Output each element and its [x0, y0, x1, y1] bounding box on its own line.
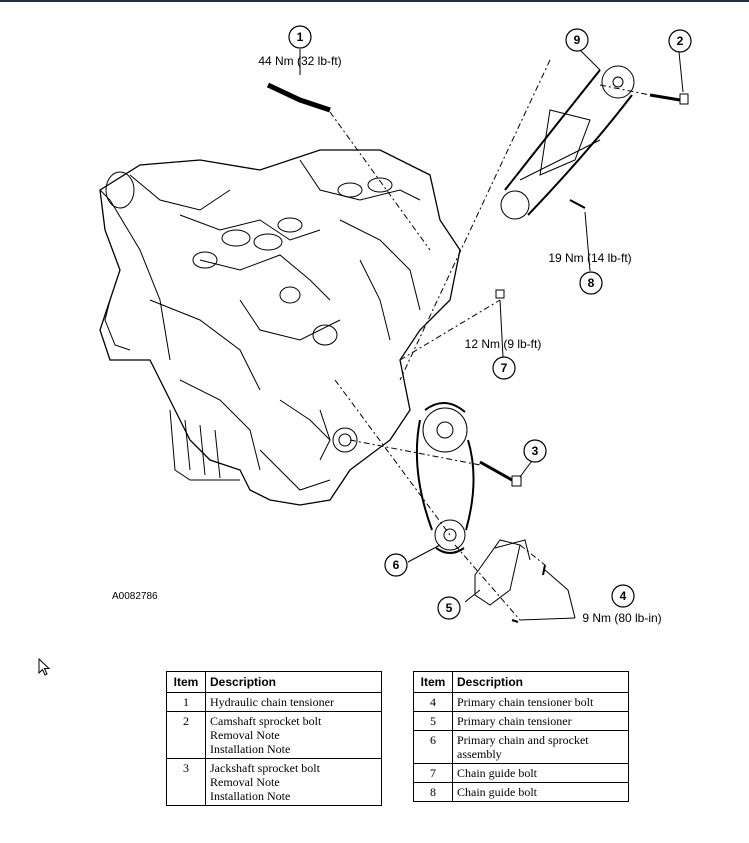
- callout-9: 9: [565, 28, 589, 52]
- parts-table-right: Item Description 4 Primary chain tension…: [413, 671, 629, 802]
- item-description: Primary chain tensioner: [452, 711, 629, 731]
- item-description: Hydraulic chain tensioner: [205, 692, 382, 712]
- callout-3: 3: [523, 439, 547, 463]
- svg-text:7: 7: [501, 361, 508, 375]
- callout-8: 19 Nm (14 lb-ft) 8: [548, 251, 632, 295]
- item-number: 6: [413, 730, 453, 764]
- removal-note-link[interactable]: Removal Note: [210, 775, 280, 789]
- engine-timing-diagram: 1 44 Nm (32 lb-ft) 9 2 19 Nm (14 lb-ft) …: [99, 25, 692, 625]
- svg-text:9: 9: [574, 33, 581, 47]
- removal-note-link[interactable]: Removal Note: [210, 728, 280, 742]
- primary-chain-illustration: [415, 402, 475, 554]
- engine-block-illustration: [99, 149, 461, 506]
- table-row: 7 Chain guide bolt: [413, 763, 629, 783]
- mouse-cursor-icon: [38, 658, 51, 676]
- item-number: 8: [413, 782, 453, 802]
- installation-note-link[interactable]: Installation Note: [210, 789, 291, 803]
- table-row: 6 Primary chain and sprocket assembly: [413, 730, 629, 764]
- svg-text:9 Nm (80 lb-in): 9 Nm (80 lb-in): [582, 611, 661, 625]
- parts-table-left: Item Description 1 Hydraulic chain tensi…: [166, 671, 382, 806]
- tensioner-illustration: [474, 539, 521, 606]
- callout-6: 6: [384, 553, 408, 577]
- svg-text:3: 3: [532, 444, 539, 458]
- callout-5: 5: [437, 596, 461, 620]
- item-number: 4: [413, 692, 453, 712]
- secondary-chain-illustration: [500, 65, 635, 220]
- item-number: 5: [413, 711, 453, 731]
- item-number: 7: [413, 763, 453, 783]
- svg-text:19 Nm (14 lb-ft): 19 Nm (14 lb-ft): [548, 251, 631, 265]
- column-header-item: Item: [413, 671, 453, 693]
- column-header-item: Item: [166, 671, 206, 693]
- svg-text:2: 2: [677, 34, 684, 48]
- item-description: Camshaft sprocket bolt Removal Note Inst…: [205, 711, 382, 759]
- item-description: Jackshaft sprocket bolt Removal Note Ins…: [205, 758, 382, 806]
- item-description: Primary chain and sprocket assembly: [452, 730, 629, 764]
- svg-text:5: 5: [446, 601, 453, 615]
- table-row: 5 Primary chain tensioner: [413, 711, 629, 731]
- item-description: Primary chain tensioner bolt: [452, 692, 629, 712]
- jackshaft-bolt-illustration: [479, 460, 513, 482]
- callout-4: 4 9 Nm (80 lb-in): [582, 584, 662, 625]
- svg-text:6: 6: [393, 558, 400, 572]
- installation-note-link[interactable]: Installation Note: [210, 742, 291, 756]
- camshaft-bolt-illustration: [649, 93, 681, 102]
- svg-text:4: 4: [620, 589, 627, 603]
- column-header-description: Description: [205, 671, 382, 693]
- item-number: 1: [166, 692, 206, 712]
- callout-2: 2: [668, 29, 692, 53]
- item-number: 3: [166, 758, 206, 806]
- callout-1: 1 44 Nm (32 lb-ft): [258, 25, 342, 68]
- item-description: Chain guide bolt: [452, 763, 629, 783]
- table-row: 8 Chain guide bolt: [413, 782, 629, 802]
- svg-text:1: 1: [297, 30, 304, 44]
- column-header-description: Description: [452, 671, 629, 693]
- callout-7: 12 Nm (9 lb-ft) 7: [465, 337, 542, 380]
- figure-reference: A0082786: [112, 591, 158, 602]
- svg-text:44 Nm (32 lb-ft): 44 Nm (32 lb-ft): [258, 54, 341, 68]
- svg-text:12 Nm (9 lb-ft): 12 Nm (9 lb-ft): [465, 337, 542, 351]
- table-row: 2 Camshaft sprocket bolt Removal Note In…: [166, 711, 382, 759]
- item-description: Chain guide bolt: [452, 782, 629, 802]
- top-border: [0, 0, 749, 2]
- table-row: 3 Jackshaft sprocket bolt Removal Note I…: [166, 758, 382, 806]
- svg-text:8: 8: [588, 276, 595, 290]
- table-row: 1 Hydraulic chain tensioner: [166, 692, 382, 712]
- item-number: 2: [166, 711, 206, 759]
- table-row: 4 Primary chain tensioner bolt: [413, 692, 629, 712]
